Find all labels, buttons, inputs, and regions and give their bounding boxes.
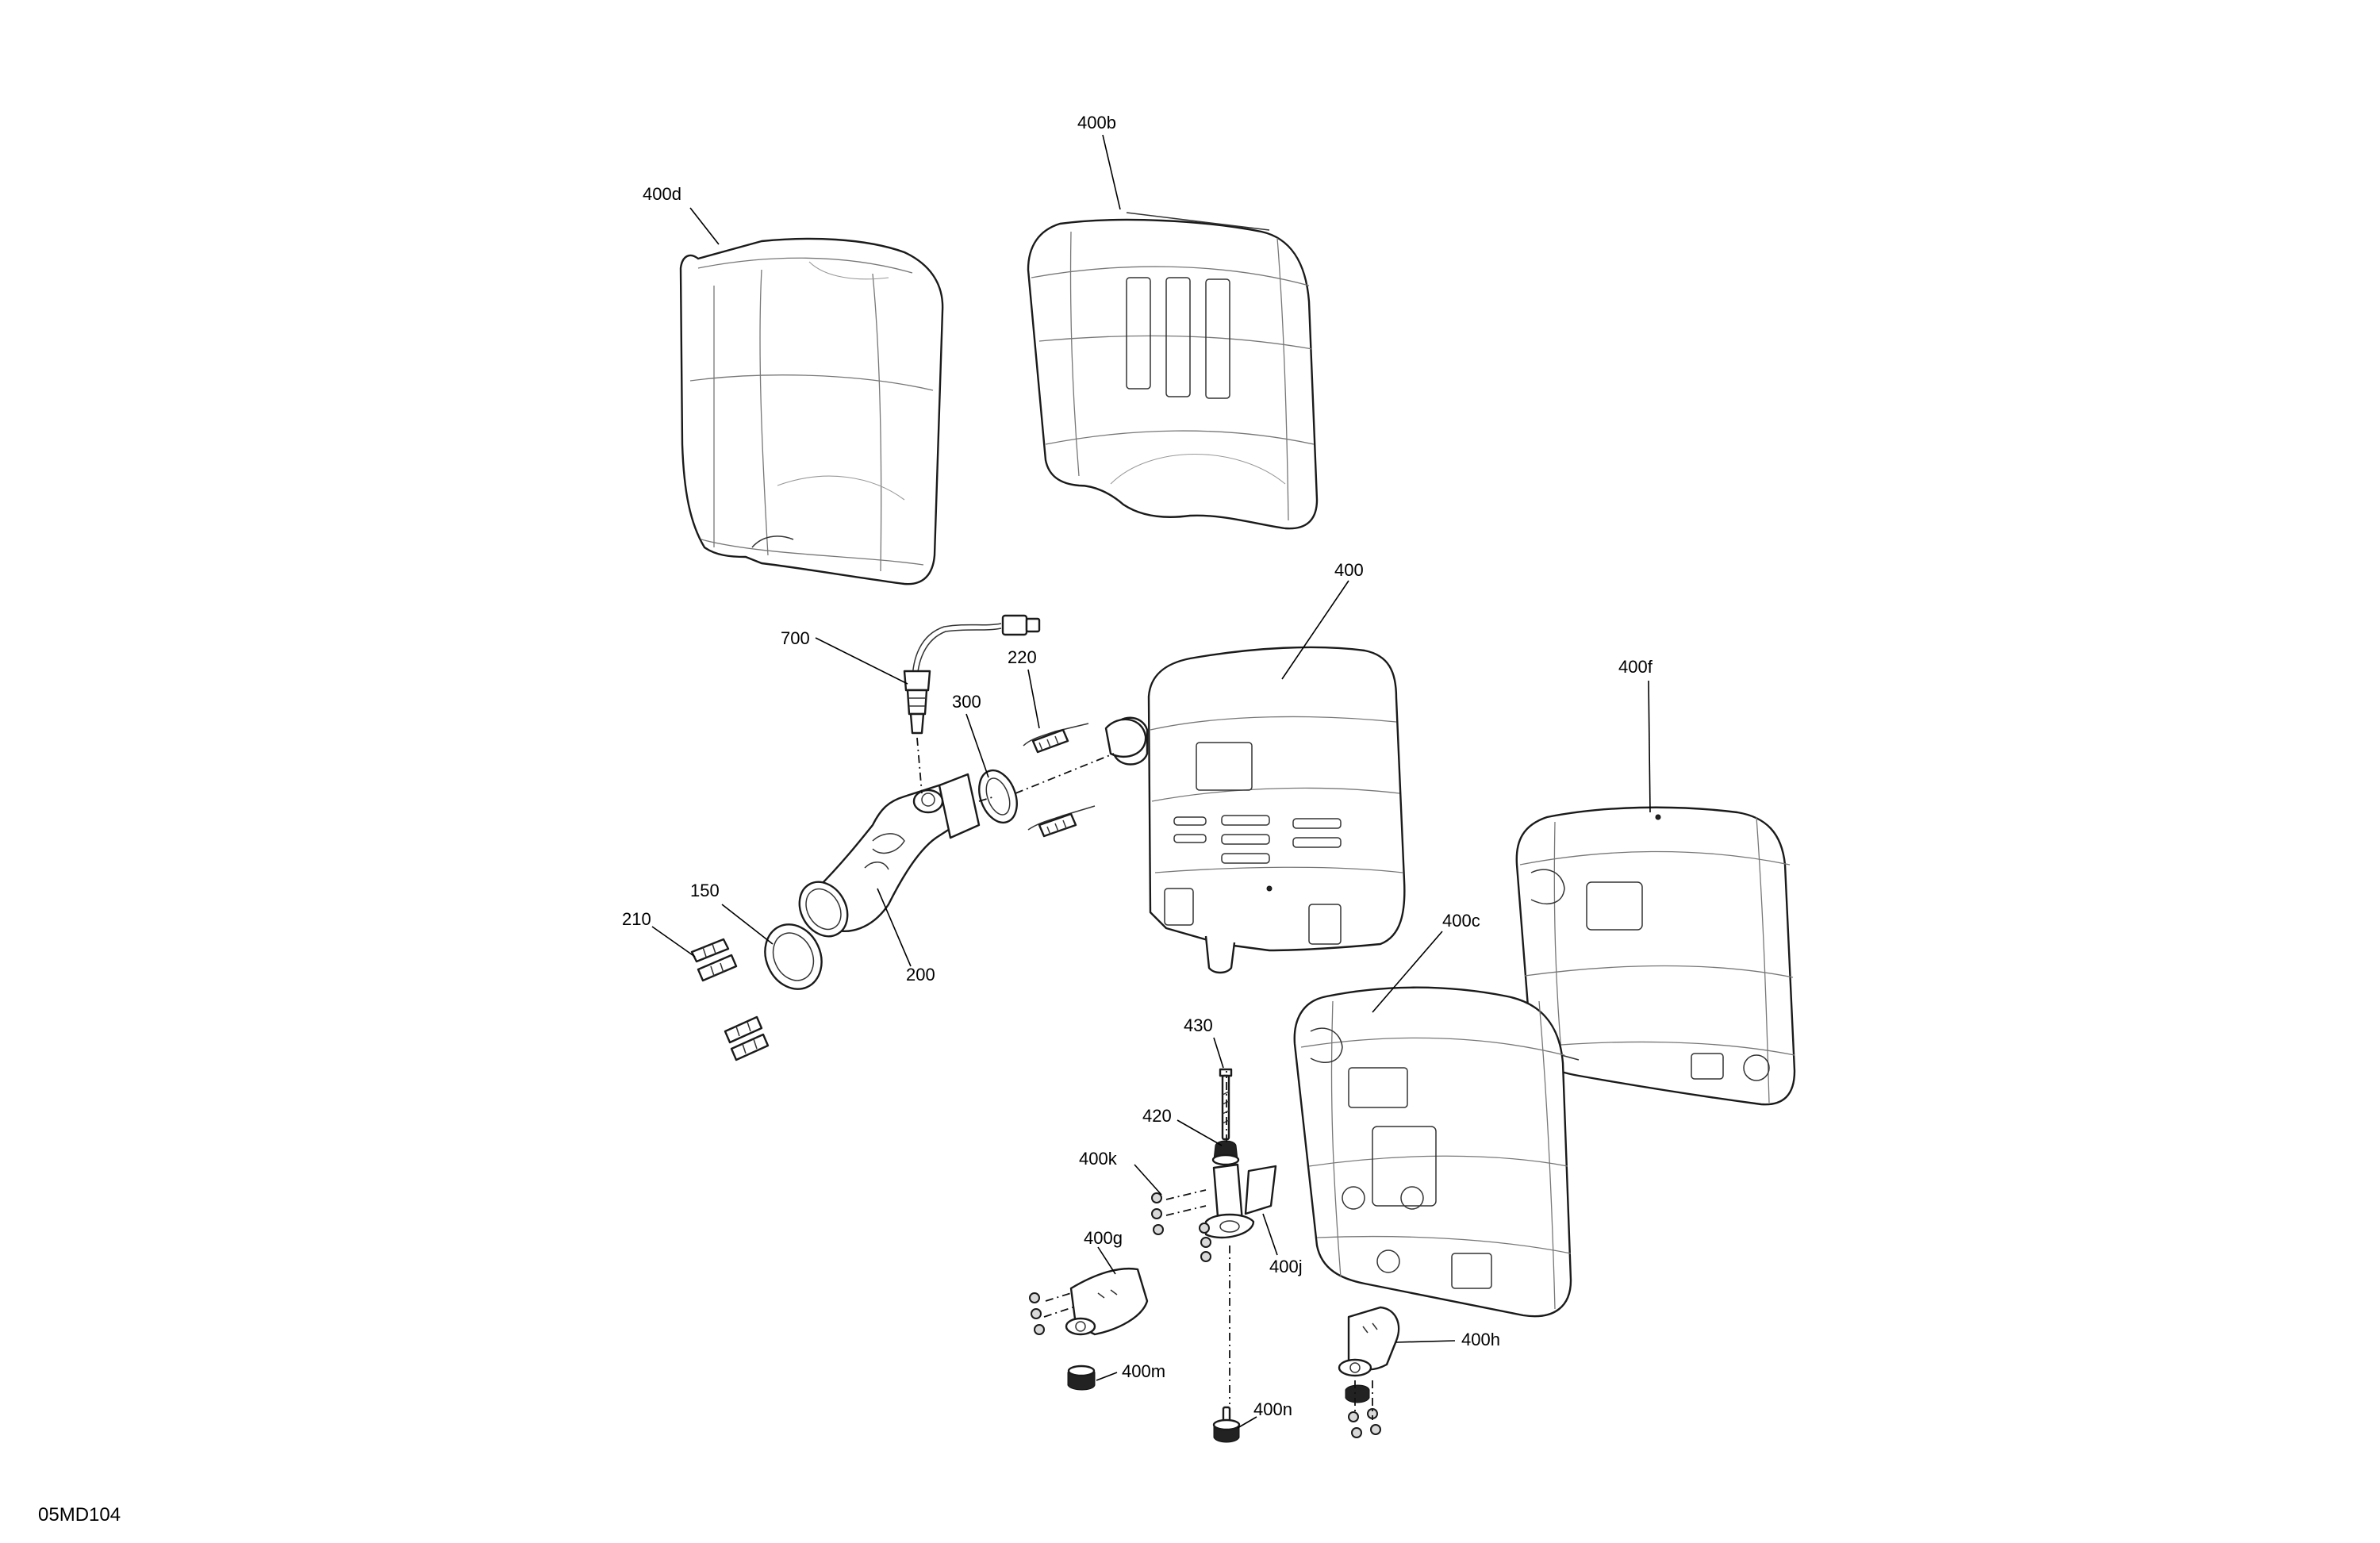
part-210-springs [690,938,770,1061]
callout-700: 700 [781,628,810,648]
callout-400b: 400b [1077,113,1116,132]
drawing-code: 05MD104 [38,1504,121,1526]
callout-400h: 400h [1461,1330,1500,1349]
callout-400m: 400m [1122,1361,1165,1381]
callout-400d: 400d [643,184,681,204]
callout-150: 150 [690,881,720,900]
callout-400c: 400c [1442,911,1480,931]
part-400c-heat-shield [1293,986,1572,1318]
assembly-center-lines [916,737,1373,1420]
callout-400g: 400g [1084,1228,1123,1248]
callout-labels: 400d 400b 400 400f 700 220 300 150 210 2… [622,113,1653,1419]
part-220-springs [1023,718,1147,838]
callout-400n: 400n [1253,1399,1292,1419]
callout-400f: 400f [1618,657,1653,677]
part-420-grommet [1211,1140,1240,1166]
part-150-clamp-ring [764,923,823,990]
callout-leader-lines [651,134,1651,1429]
callout-420: 420 [1142,1106,1172,1126]
callout-400k: 400k [1079,1149,1118,1169]
callout-400: 400 [1334,560,1364,580]
part-300-gasket [978,769,1018,824]
part-400d-heat-shield [679,237,944,585]
part-400k-bracket [1151,1163,1277,1262]
callout-210: 210 [622,909,651,929]
part-400f-heat-shield [1515,806,1796,1106]
callout-400j: 400j [1269,1257,1303,1276]
callout-430: 430 [1184,1015,1213,1035]
callout-220: 220 [1008,647,1037,667]
part-400n-rubber-mount [1212,1406,1241,1443]
callout-300: 300 [952,692,981,712]
part-700-oxygen-sensor [903,614,1041,735]
part-400g-bracket [1029,1268,1149,1336]
part-400h-bracket [1338,1306,1400,1438]
part-400-muffler [1112,646,1406,974]
part-430-bolt [1219,1068,1233,1141]
part-400m-rubber-mount [1067,1365,1096,1391]
part-400b-heat-shield [1027,212,1319,530]
part-200-exhaust-elbow [798,773,981,938]
callout-200: 200 [906,965,935,985]
